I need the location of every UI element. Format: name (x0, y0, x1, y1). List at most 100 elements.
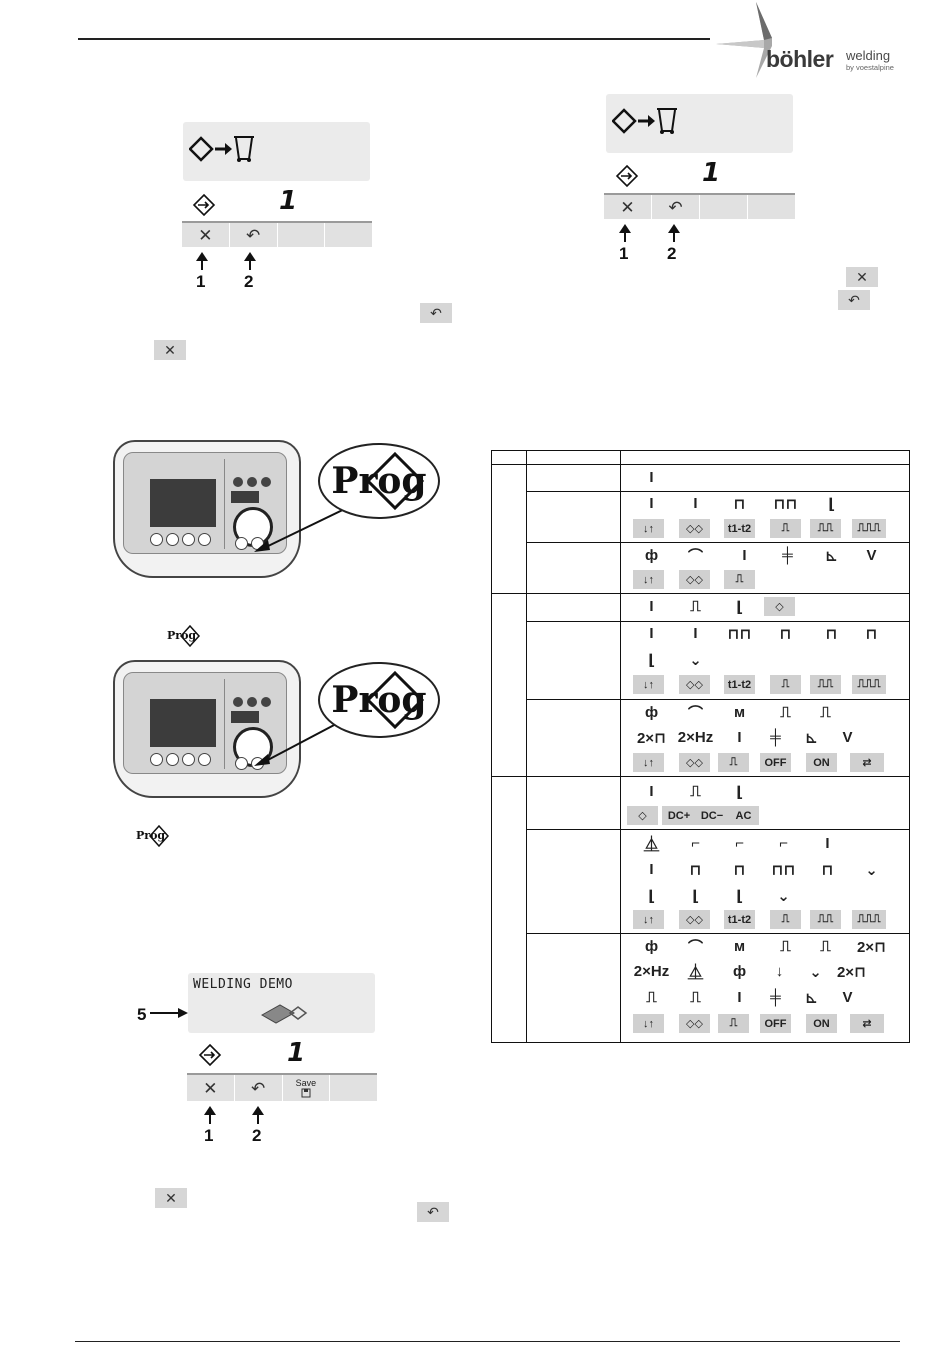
updown-tile-icon: ↓↑ (633, 753, 664, 772)
panel-buttons-row (150, 753, 211, 766)
panel-button[interactable] (166, 533, 179, 546)
pulse-train-icon: ⊓⊓ (773, 495, 798, 513)
callout-arrow-1 (619, 224, 631, 242)
cancel-x-icon: ✕ (198, 225, 213, 245)
inline-back-key: ↶ (417, 1202, 449, 1222)
panel-mini-display (231, 491, 259, 503)
table-col-divider (526, 451, 527, 1042)
current-i-icon: I (737, 989, 742, 1006)
softkey-empty-4[interactable] (748, 195, 795, 219)
panel-buttons-row (150, 533, 211, 546)
panel-button[interactable] (150, 533, 163, 546)
angle-icon: ⊾ (805, 729, 818, 747)
demo-title: WELDING DEMO (193, 977, 293, 992)
softkey-empty-3[interactable] (278, 223, 326, 247)
led (233, 477, 243, 487)
t1-t2-tile-icon: t1-t2 (724, 519, 755, 538)
inline-back-key: ↶ (420, 303, 452, 323)
upslope-t2-icon: ⌐ (779, 835, 788, 852)
crater-icon: ⌄ (689, 651, 702, 669)
undo-arrow-icon: ↶ (668, 197, 683, 217)
softkey-back[interactable]: ↶ (652, 195, 700, 219)
current-i1-icon: I (649, 495, 654, 512)
cancel-x-icon: ✕ (203, 1078, 218, 1098)
downslope-icon: ⌊ (736, 783, 743, 801)
pulse-freq-icon: ⊓ (733, 495, 746, 513)
diamond-tile-icon: ◇◇ (679, 910, 710, 929)
softkey-empty-4[interactable] (330, 1075, 377, 1101)
diameter-icon: ф (644, 547, 659, 564)
post-gas-icon: ⌄ (809, 963, 822, 981)
panel-face (123, 672, 287, 774)
program-diamond-icon (148, 824, 170, 848)
trash-bin-icon (234, 136, 254, 162)
panel-leds (233, 477, 271, 487)
led (233, 697, 243, 707)
inline-cancel-key: ✕ (846, 267, 878, 287)
current-i1-icon: I (649, 625, 654, 642)
step-tile-icon: ⎍ (718, 753, 749, 772)
diamond-tile-icon: ◇◇ (679, 753, 710, 772)
callout-2: 2 (252, 1126, 262, 1145)
panel-button[interactable] (166, 753, 179, 766)
panel-button[interactable] (198, 533, 211, 546)
prog-button[interactable] (235, 757, 248, 770)
pulse-train-icon: ⊓⊓ (727, 625, 752, 643)
callout-arrow-1 (196, 252, 208, 270)
coil-icon: ᴍ (733, 938, 746, 955)
diameter-t-icon: ф (732, 963, 747, 980)
parameter-table: I I I ⊓ ⊓⊓ ⌊ ↓↑ ◇◇ t1-t2 ⎍ ⎍⎍ ⎍⎍⎍ ф ⌒ I … (491, 450, 910, 1043)
program-arrow-icon (192, 193, 216, 217)
softkey-cancel[interactable]: ✕ (604, 195, 652, 219)
panel-button[interactable] (235, 537, 248, 550)
panel-leds (233, 697, 271, 707)
upslope-icon: ⎍ (690, 598, 701, 615)
pulse-train-icon: ⊓⊓ (771, 861, 796, 879)
downslope-icon: ⌊ (648, 887, 655, 905)
multipulse-tile-icon: ⎍⎍⎍ (852, 519, 886, 538)
gas-icon: ⌒ (687, 939, 703, 956)
current-i-icon: I (742, 547, 747, 564)
arc-start-icon: ↓ (775, 963, 784, 980)
diameter-icon: ф (644, 938, 659, 955)
callout-2: 2 (244, 272, 254, 291)
softkey-back[interactable]: ↶ (235, 1075, 283, 1101)
softkey-cancel[interactable]: ✕ (187, 1075, 235, 1101)
softkey-save[interactable]: Save (283, 1075, 331, 1101)
off-tile-icon: OFF (760, 1014, 791, 1033)
step-tile-icon: ⎍ (718, 1014, 749, 1033)
panel-button[interactable] (150, 753, 163, 766)
current-i1-icon: I (649, 469, 654, 486)
downslope-t-icon: ⌊ (736, 887, 743, 905)
softkey-empty-3[interactable] (700, 195, 748, 219)
pulse-a-icon: ⊓ (821, 861, 834, 879)
panel-right-section (224, 679, 283, 770)
pre-gas-icon: ⏅ (643, 836, 659, 853)
updown-tile-icon: ↓↑ (633, 519, 664, 538)
table-group-divider (492, 776, 909, 777)
pulse-a-icon: ⊓ (865, 625, 878, 643)
downslope-a-icon: ⌊ (692, 887, 699, 905)
diamond-tile-icon: ◇ (627, 806, 658, 825)
current-i-icon: I (737, 729, 742, 746)
step-icon: ⎍ (820, 938, 831, 955)
softkey-bar-demo: ✕ ↶ Save (187, 1073, 377, 1101)
softkey-back[interactable]: ↶ (230, 223, 278, 247)
panel-button[interactable] (182, 533, 195, 546)
softkey-empty-4[interactable] (325, 223, 372, 247)
off-tile-icon: OFF (760, 753, 791, 772)
balance-icon: ╪ (782, 547, 793, 564)
pulse-pct-icon: ⊓ (825, 625, 838, 643)
brand-name: böhler (766, 46, 834, 72)
ac-tile: AC (728, 806, 759, 825)
panel-button[interactable] (182, 753, 195, 766)
softkey-cancel[interactable]: ✕ (182, 223, 230, 247)
panel-button[interactable] (198, 753, 211, 766)
segment-value: 1 (279, 186, 298, 216)
pulse-tile-icon: ⎍⎍ (810, 910, 841, 929)
softkey-bar-right: ✕ ↶ (604, 193, 795, 219)
current-i2-icon: I (649, 861, 654, 878)
callout-arrow-2 (252, 1106, 264, 1124)
memory-chip-icon (260, 1004, 308, 1024)
double-pct-icon: 2×⊓ (836, 963, 867, 981)
